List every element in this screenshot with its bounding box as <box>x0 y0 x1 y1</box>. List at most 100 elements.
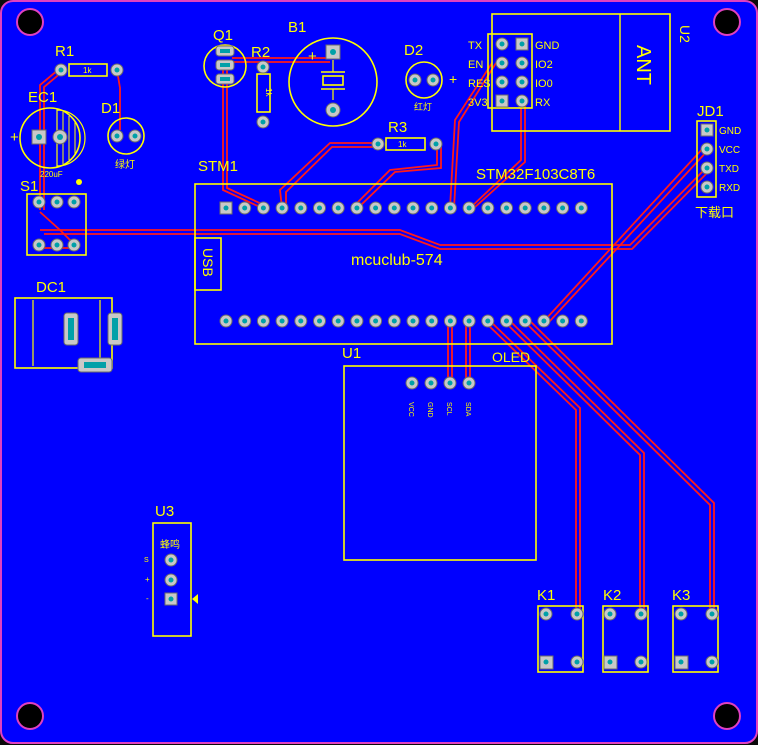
u3-pin-s: S <box>144 557 149 564</box>
mcu-pin-hole <box>541 205 547 211</box>
mcu-pin-hole <box>298 318 304 324</box>
wifi-module-u2: ANT U2 TX EN RES 3V3 GND IO2 IO0 RX <box>468 13 693 132</box>
resistor-r1: R1 1k <box>54 43 124 77</box>
mcu-pin-hole <box>354 318 360 324</box>
mcu-pin-hole <box>578 205 584 211</box>
mcu-pin-hole <box>373 318 379 324</box>
u2-pin-rx: RX <box>535 97 551 109</box>
q1-outline <box>203 44 247 88</box>
u3-label: U3 <box>155 503 174 520</box>
mcu-pin-hole <box>223 318 229 324</box>
mcu-top-pin-row <box>219 201 588 215</box>
mcu-pin-hole <box>429 205 435 211</box>
oled-pin-scl: SCL <box>445 402 452 416</box>
capacitor-ec1: EC1 + 220uF <box>10 89 86 179</box>
usb-label: USB <box>200 248 216 277</box>
jd1-caption: 下载口 <box>695 205 734 220</box>
usb-connector-outline <box>194 237 222 291</box>
mcu-bottom-pin-row <box>219 314 588 328</box>
u2-pin-gnd: GND <box>535 40 560 52</box>
k3-label: K3 <box>672 587 690 604</box>
mcu-pin-hole <box>410 318 416 324</box>
u3-pin-minus: - <box>146 594 149 603</box>
mcu-pin-hole <box>391 205 397 211</box>
mcu-pin-hole <box>429 318 435 324</box>
mounting-hole-top-left <box>16 8 44 36</box>
b1-label: B1 <box>288 19 306 36</box>
u2-outline <box>491 13 671 132</box>
s1-label: S1 <box>20 178 38 195</box>
mcu-pin-hole <box>578 318 584 324</box>
buzzer-b1: B1 + <box>288 19 378 127</box>
mcu-pin-hole <box>335 205 341 211</box>
mcu-board-stm1: STM1 STM32F103C8T6 USB mcuclub-574 <box>194 158 613 345</box>
b1-outline <box>288 37 378 127</box>
jd1-label: JD1 <box>697 103 724 120</box>
mcu-pin-hole <box>317 205 322 211</box>
u2-pin-io2: IO2 <box>535 59 553 71</box>
d1-sublabel: 绿灯 <box>115 158 135 171</box>
switch-s1: S1 <box>20 178 87 256</box>
header-jd1: JD1 GND VCC TXD RXD 下载口 <box>695 103 741 220</box>
r2-body <box>256 73 271 113</box>
r3-value: 1k <box>398 140 407 149</box>
mcu-pin-hole <box>354 205 360 211</box>
jd1-outline <box>696 120 717 198</box>
mcu-pin-hole <box>485 318 491 324</box>
mcu-pin-hole <box>504 205 509 211</box>
oled-label: OLED <box>492 349 530 365</box>
led-d2: D2 + 红灯 <box>404 42 457 112</box>
mcu-pin-hole <box>279 318 285 324</box>
mcu-pin-hole <box>373 205 379 211</box>
mcu-board-text: mcuclub-574 <box>351 252 443 269</box>
mcu-pin-hole <box>522 205 528 211</box>
resistor-r2: R2 1k <box>251 44 273 129</box>
mcu-pin-hole <box>447 318 453 324</box>
mcu-pin-hole <box>560 205 566 211</box>
d1-outline <box>107 117 145 155</box>
jd1-pin-txd: TXD <box>719 164 739 175</box>
b1-plus: + <box>308 48 317 65</box>
mcu-pin-hole <box>504 318 509 324</box>
mcu-pin-hole <box>466 205 472 211</box>
mounting-holes <box>16 8 741 730</box>
dc1-label: DC1 <box>36 279 66 296</box>
traces <box>39 57 715 612</box>
ec1-value: 220uF <box>40 170 63 179</box>
mounting-hole-top-right <box>713 8 741 36</box>
mcu-pin-hole <box>279 205 285 211</box>
u2-pin-3v3: 3V3 <box>468 97 488 109</box>
r1-value: 1k <box>83 66 92 75</box>
stm1-label: STM1 <box>198 158 238 175</box>
k1-label: K1 <box>537 587 555 604</box>
u2-pin-res: RES <box>468 78 491 90</box>
d2-label: D2 <box>404 42 423 59</box>
mcu-pin-hole <box>522 318 528 324</box>
oled-outline <box>343 365 537 561</box>
u3-pin-plus: + <box>145 575 150 584</box>
mcu-pin-hole <box>485 205 491 211</box>
d1-label: D1 <box>101 100 120 117</box>
s1-outline <box>26 193 87 256</box>
r2-label: R2 <box>251 44 270 61</box>
buzzer-module-u3: U3 蜂鸣 S + - <box>144 503 198 637</box>
u1-label: U1 <box>342 345 361 362</box>
mcu-pin-hole <box>317 318 322 324</box>
mcu-pin-hole <box>391 318 397 324</box>
mounting-hole-bottom-left <box>16 702 44 730</box>
mcu-part-label: STM32F103C8T6 <box>476 166 595 183</box>
mcu-pin-hole <box>223 205 229 211</box>
mcu-pin-hole <box>410 205 416 211</box>
mounting-hole-bottom-right <box>713 702 741 730</box>
oled-pin-gnd: GND <box>426 402 433 418</box>
d2-outline <box>405 61 443 99</box>
r3-label: R3 <box>388 119 407 136</box>
ec1-plus: + <box>10 129 19 146</box>
key-k3: K3 <box>672 587 719 673</box>
jd1-pin-rxd: RXD <box>719 183 740 194</box>
ec1-label: EC1 <box>28 89 57 106</box>
mcu-pin-hole <box>335 318 341 324</box>
